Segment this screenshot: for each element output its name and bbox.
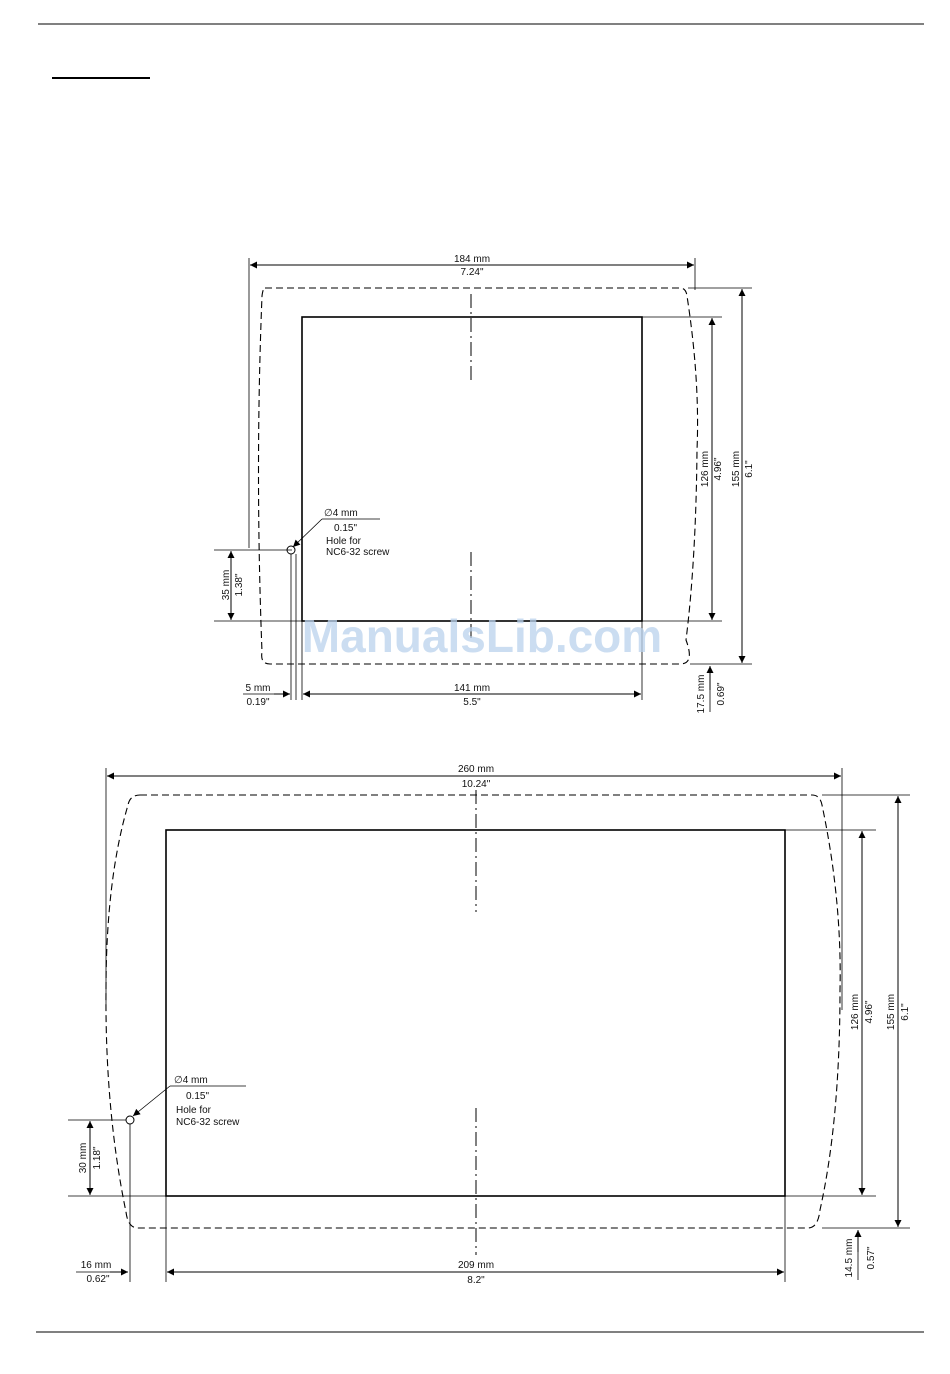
hole-diameter-label: ∅4 mm	[324, 508, 358, 519]
inner-height-mm-label: 126 mm	[700, 451, 711, 487]
inner-height-in-label: 4.96"	[864, 1000, 875, 1023]
inner-height-in-label: 4.96"	[713, 457, 724, 480]
bottom-offset-mm-label: 17.5 mm	[696, 675, 707, 714]
hole-diameter-in-label: 0.15"	[334, 523, 357, 534]
outer-height-mm-label: 155 mm	[886, 994, 897, 1030]
hole-note-line2: NC6-32 screw	[326, 547, 390, 558]
drawing-2: 260 mm 10.24" 126 mm 4.96" 155 mm 6.1" ∅…	[68, 764, 911, 1286]
width-in-label: 7.24"	[460, 267, 483, 278]
width-mm-label: 184 mm	[454, 254, 490, 265]
outer-bezel-outline	[106, 795, 840, 1228]
panel-cutout	[302, 317, 642, 621]
outer-height-mm-label: 155 mm	[731, 451, 742, 487]
hole-offset-v-in-label: 1.38"	[234, 573, 245, 596]
hole-offset-v-mm-label: 30 mm	[78, 1143, 89, 1174]
outer-height-in-label: 6.1"	[900, 1003, 911, 1021]
mounting-hole	[126, 1116, 134, 1124]
outer-bezel-outline	[259, 288, 698, 664]
width-in-label: 10.24"	[462, 779, 491, 790]
hole-note-line1: Hole for	[326, 536, 362, 547]
inner-width-mm-label: 209 mm	[458, 1260, 494, 1271]
outer-height-in-label: 6.1"	[744, 460, 755, 478]
inner-height-mm-label: 126 mm	[850, 994, 861, 1030]
inner-width-in-label: 5.5"	[463, 697, 481, 708]
inner-width-in-label: 8.2"	[467, 1275, 485, 1286]
bottom-offset-mm-label: 14.5 mm	[844, 1239, 855, 1278]
hole-note-line2: NC6-32 screw	[176, 1117, 240, 1128]
width-mm-label: 260 mm	[458, 764, 494, 775]
hole-offset-h-mm-label: 5 mm	[246, 683, 271, 694]
hole-offset-h-in-label: 0.62"	[86, 1274, 109, 1285]
hole-diameter-in-label: 0.15"	[186, 1091, 209, 1102]
hole-offset-h-mm-label: 16 mm	[81, 1260, 112, 1271]
hole-offset-h-in-label: 0.19"	[246, 697, 269, 708]
hole-note-line1: Hole for	[176, 1105, 212, 1116]
hole-diameter-label: ∅4 mm	[174, 1075, 208, 1086]
inner-width-mm-label: 141 mm	[454, 683, 490, 694]
bottom-offset-in-label: 0.57"	[866, 1246, 877, 1269]
bottom-offset-in-label: 0.69"	[716, 682, 727, 705]
hole-offset-v-in-label: 1.18"	[92, 1146, 103, 1169]
watermark: ManualsLib.com	[302, 610, 662, 662]
hole-offset-v-mm-label: 35 mm	[221, 570, 232, 601]
